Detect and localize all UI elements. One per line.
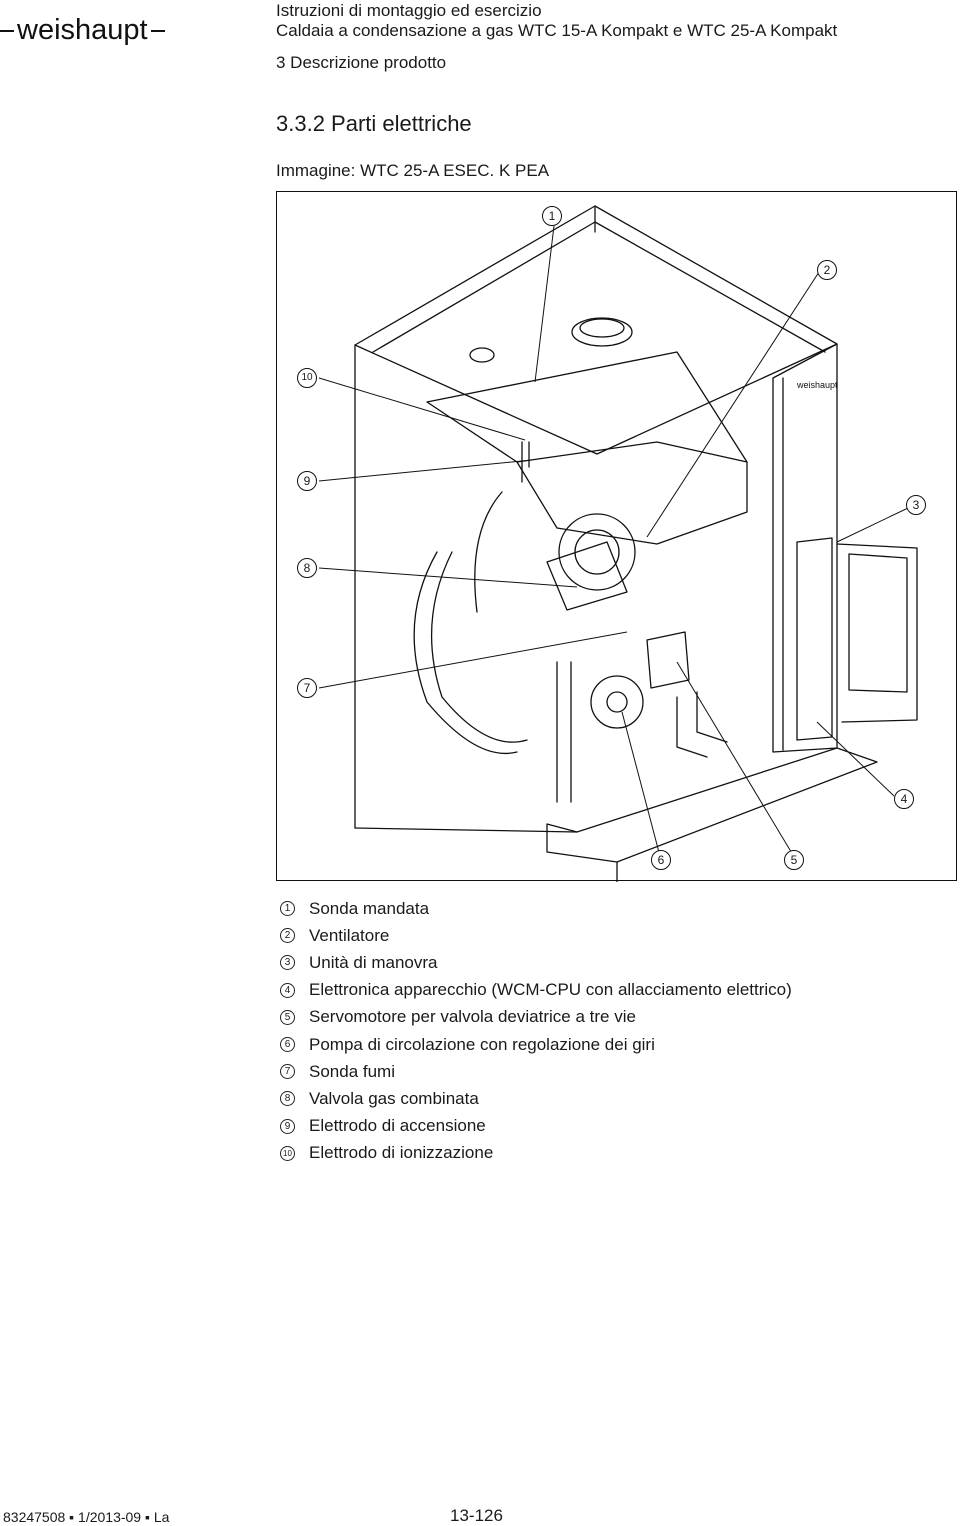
brand-logo-text: weishaupt <box>17 14 148 46</box>
legend-number: 8 <box>280 1091 295 1107</box>
legend-number: 3 <box>280 955 295 971</box>
document-subtitle: Caldaia a condensazione a gas WTC 15-A K… <box>276 21 838 40</box>
legend-item: 9 Elettrodo di accensione <box>280 1113 940 1140</box>
legend-text: Sonda fumi <box>309 1061 395 1081</box>
unit-brand-label: weishaupt <box>796 380 838 390</box>
legend-number: 6 <box>280 1037 295 1053</box>
callout-4: 4 <box>894 789 914 809</box>
legend-number: 2 <box>280 928 295 944</box>
legend-number: 10 <box>280 1145 295 1161</box>
legend-text: Unità di manovra <box>309 952 438 972</box>
callout-8: 8 <box>297 558 317 578</box>
legend-item: 2 Ventilatore <box>280 922 940 949</box>
legend-text: Elettrodo di accensione <box>309 1116 486 1136</box>
callout-7: 7 <box>297 678 317 698</box>
brand-logo: weishaupt <box>0 10 260 50</box>
boiler-drawing: weishaupt <box>318 205 918 882</box>
callout-9: 9 <box>297 471 317 491</box>
callout-5: 5 <box>784 850 804 870</box>
callout-6: 6 <box>651 850 671 870</box>
callout-2: 2 <box>817 260 837 280</box>
legend-item: 3 Unità di manovra <box>280 949 940 976</box>
legend-number: 4 <box>280 982 295 998</box>
legend-text: Valvola gas combinata <box>309 1088 479 1108</box>
legend-number: 1 <box>280 901 295 917</box>
figure-caption: Immagine: WTC 25-A ESEC. K PEA <box>276 161 550 180</box>
legend-text: Pompa di circolazione con regolazione de… <box>309 1034 655 1054</box>
legend-item: 7 Sonda fumi <box>280 1058 940 1085</box>
legend-text: Ventilatore <box>309 925 390 945</box>
legend-text: Elettrodo di ionizzazione <box>309 1143 494 1163</box>
document-code: 83247508 ▪ 1/2013-09 ▪ La <box>3 1509 170 1525</box>
legend-item: 10 Elettrodo di ionizzazione <box>280 1140 940 1167</box>
legend-item: 1 Sonda mandata <box>280 895 940 922</box>
subsection-heading: 3.3.2 Parti elettriche <box>276 111 472 136</box>
section-heading: 3 Descrizione prodotto <box>276 53 447 72</box>
legend-item: 4 Elettronica apparecchio (WCM-CPU con al… <box>280 977 940 1004</box>
legend-number: 7 <box>280 1064 295 1080</box>
legend-number: 5 <box>280 1009 295 1025</box>
legend-text: Sonda mandata <box>309 898 430 918</box>
callout-1: 1 <box>542 206 562 226</box>
page-number: 13-126 <box>450 1506 503 1525</box>
boiler-illustration: weishaupt 1 2 3 4 5 6 7 8 9 10 <box>276 191 957 882</box>
legend-number: 9 <box>280 1118 295 1134</box>
figure-legend: 1 Sonda mandata 2 Ventilatore 3 Unità di ma… <box>280 895 940 1167</box>
legend-item: 5 Servomotore per valvola deviatrice a tr… <box>280 1004 940 1031</box>
legend-text: Servomotore per valvola deviatrice a tre… <box>309 1007 636 1027</box>
document-title: Istruzioni di montaggio ed esercizio <box>276 1 542 20</box>
legend-text: Elettronica apparecchio (WCM-CPU con all… <box>309 980 792 1000</box>
callout-3: 3 <box>906 495 926 515</box>
legend-item: 6 Pompa di circolazione con regolazione d… <box>280 1031 940 1058</box>
legend-item: 8 Valvola gas combinata <box>280 1085 940 1112</box>
callout-10: 10 <box>297 368 317 388</box>
